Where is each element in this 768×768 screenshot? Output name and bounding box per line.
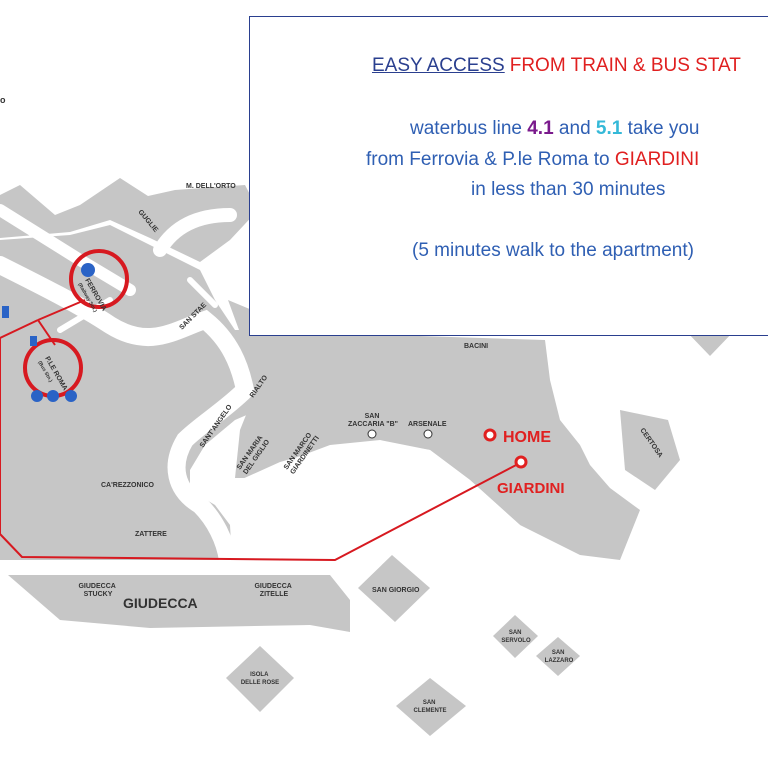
small-canal-2 [187, 277, 218, 308]
ple-roma-transport-icons [31, 390, 77, 402]
carezzonico-label: CA'REZZONICO [101, 482, 155, 489]
canals [0, 204, 255, 569]
isola-rose-label: ISOLA DELLE ROSE [241, 672, 279, 686]
home-label: HOME [503, 429, 551, 446]
station-sign-icon-2 [30, 336, 37, 346]
giudecca-zitelle-label: GIUDECCA ZITELLE [254, 583, 293, 598]
san-zaccaria-label: SAN ZACCARIA "B" [348, 413, 398, 428]
info-title-part2: FROM TRAIN & BUS STAT [509, 55, 741, 76]
cannaregio-canal [153, 208, 237, 257]
m-dell-orto-label: M. DELL'ORTO [186, 183, 236, 190]
giudecca-island [8, 575, 350, 632]
certosa-island [620, 410, 680, 490]
san-servolo-label: SAN SERVOLO [501, 630, 531, 644]
waterbus-route-line [0, 319, 521, 562]
san-zaccaria-dot [367, 429, 377, 439]
bus-icon [31, 390, 43, 402]
giardini-marker [514, 455, 528, 469]
giudecca-label: GIUDECCA [123, 595, 198, 611]
giudecca-stucky-label: GIUDECCA STUCKY [78, 583, 117, 598]
info-line-2: from Ferrovia & P.le Roma to GIARDINI [366, 149, 768, 171]
info-line-1: waterbus line 4.1 and 5.1 take you [410, 118, 768, 140]
san-giorgio-island [358, 555, 430, 622]
route-connector [37, 299, 86, 321]
info-line-1-mid: and [553, 118, 596, 139]
people-mover-icon [47, 390, 59, 402]
northern-strip [0, 178, 258, 262]
ferrovia-icon [81, 263, 95, 277]
info-line-3: in less than 30 minutes [471, 179, 666, 200]
zattere-label: ZATTERE [135, 531, 167, 538]
info-line-1-prefix: waterbus line [410, 118, 528, 139]
san-clemente-label: SAN CLEMENTE [414, 700, 447, 714]
info-line-4: (5 minutes walk to the apartment) [412, 240, 694, 261]
line-4-1-number: 4.1 [527, 118, 554, 139]
giardini-label: GIARDINI [497, 480, 565, 497]
partial-letter-label: o [0, 95, 6, 105]
riva-inner [240, 442, 520, 530]
northeast-island [685, 330, 735, 356]
station-sign-icon [2, 306, 9, 318]
info-line-2-destination: GIARDINI [614, 149, 700, 170]
arsenale-label: ARSENALE [408, 421, 447, 428]
bacini-label: BACINI [464, 343, 488, 350]
line-5-1-number: 5.1 [595, 118, 623, 139]
grand-canal [0, 256, 255, 569]
info-line-1-suffix: take you [622, 118, 700, 139]
home-marker [483, 428, 497, 442]
isola-rose-island [226, 646, 294, 712]
san-servolo-island [493, 615, 538, 658]
stop-dots [367, 429, 433, 439]
info-line-2-prefix: from Ferrovia & P.le Roma to [366, 149, 615, 170]
main-island-east [228, 300, 640, 560]
ferrovia-highlight-circle [69, 249, 129, 309]
arsenale-dot [423, 429, 433, 439]
san-lazzaro-label: SAN LAZZARO [545, 650, 574, 664]
san-lazzaro-island [536, 637, 580, 676]
san-giorgio-label: SAN GIORGIO [372, 587, 420, 594]
san-clemente-island [396, 678, 466, 736]
info-title-part1: EASY ACCESS [372, 55, 505, 76]
parking-icon [65, 390, 77, 402]
